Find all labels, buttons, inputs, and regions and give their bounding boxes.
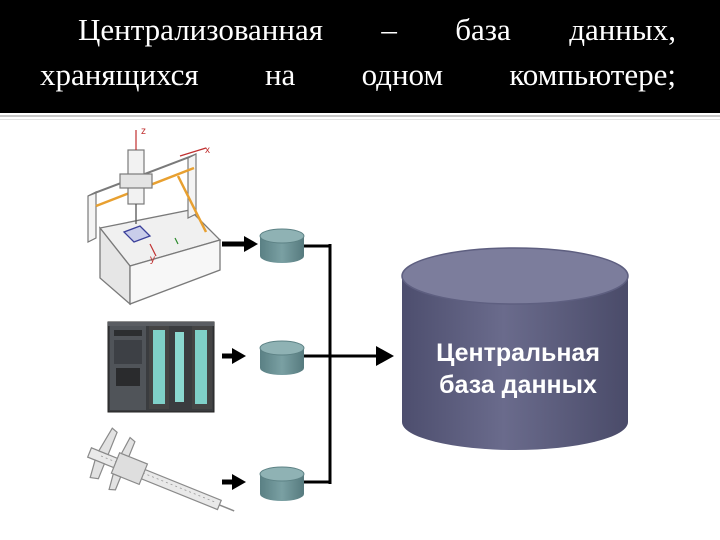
title-word: одном bbox=[361, 57, 444, 92]
plc-module-icon bbox=[107, 321, 215, 413]
title-word: данных, bbox=[569, 12, 676, 47]
axis-label-z: z bbox=[141, 126, 146, 137]
local-database-icon bbox=[259, 466, 305, 501]
arrow-to-central-db bbox=[376, 346, 394, 366]
title-line-1: Централизованная – база данных, bbox=[40, 12, 676, 48]
title-line-2: хранящихся на одном компьютере; bbox=[40, 57, 676, 93]
title-bar: Централизованная – база данных, хранящих… bbox=[0, 0, 720, 113]
title-word: – bbox=[381, 12, 397, 47]
connector-lines bbox=[304, 244, 380, 484]
source-arrow bbox=[222, 236, 258, 252]
title-word: Централизованная bbox=[78, 12, 324, 47]
cmm-machine-icon bbox=[87, 130, 222, 306]
central-database-icon bbox=[401, 247, 629, 450]
central-db-label-line2: база данных bbox=[439, 371, 597, 399]
divider bbox=[0, 119, 720, 120]
title-word: хранящихся bbox=[40, 57, 199, 92]
local-database-icon bbox=[259, 340, 305, 375]
divider bbox=[0, 115, 720, 117]
source-arrow bbox=[222, 348, 246, 364]
title-word: компьютере; bbox=[509, 57, 676, 92]
axis-label-x: x bbox=[205, 145, 210, 156]
source-arrow bbox=[222, 474, 246, 490]
axis-label-y: y bbox=[150, 254, 155, 265]
central-db-label-line1: Центральная bbox=[436, 339, 600, 367]
local-database-icon bbox=[259, 228, 305, 263]
title-word: на bbox=[264, 57, 296, 92]
caliper-icon bbox=[86, 427, 235, 512]
title-word: база bbox=[455, 12, 511, 47]
